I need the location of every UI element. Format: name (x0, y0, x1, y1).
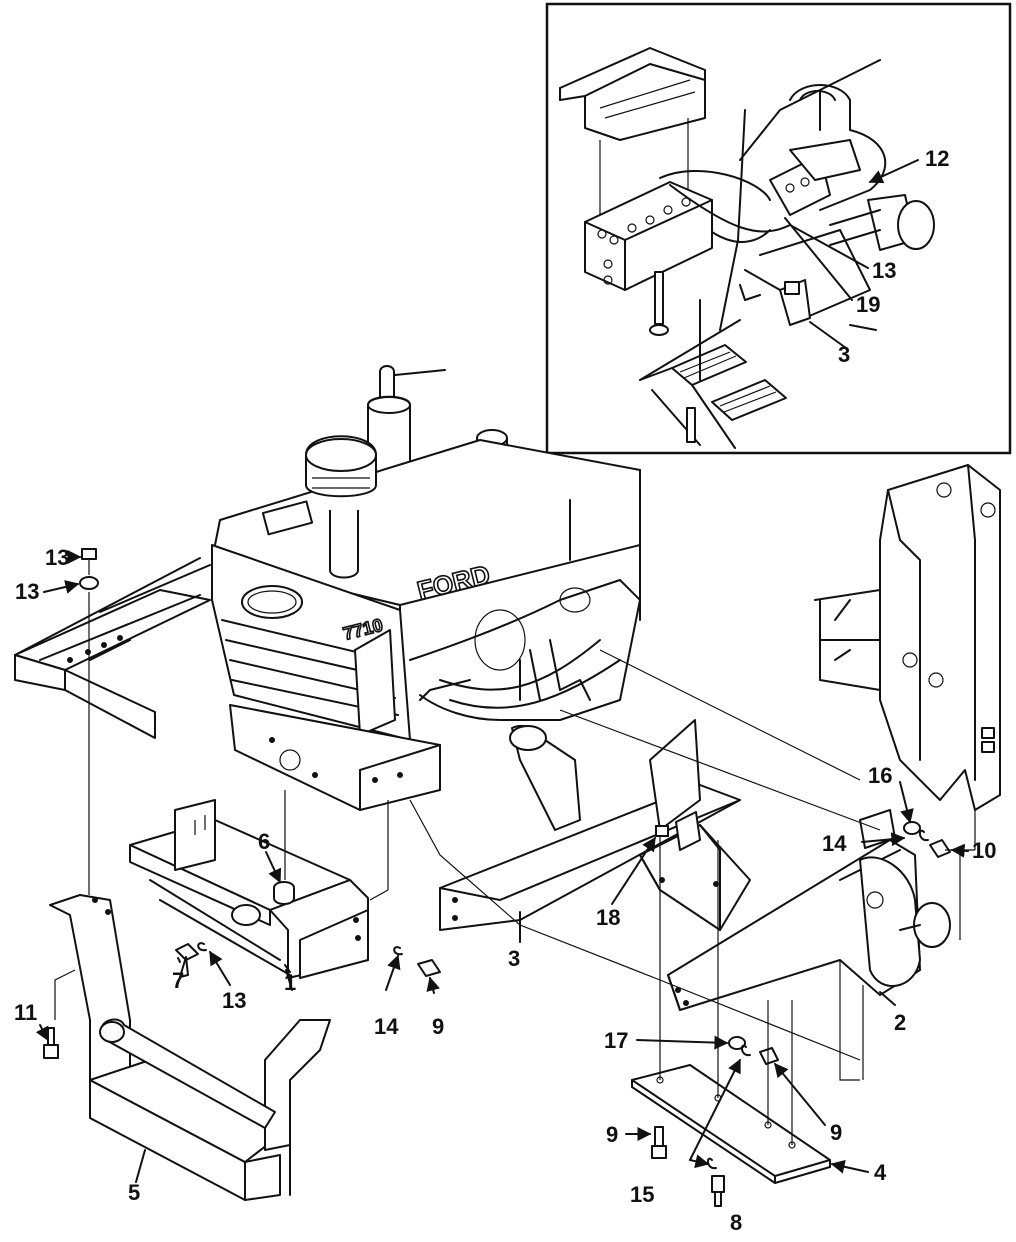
rear-mount-frame (814, 464, 1001, 811)
bottom-plate (631, 1064, 831, 1184)
battery-cover (559, 47, 706, 141)
tractor-front: FORD 7710 (211, 365, 641, 811)
callout-19: 19 (856, 292, 880, 317)
callout-15: 13 (15, 579, 39, 604)
washer-14a (903, 821, 921, 835)
callout-16: 13 (872, 258, 896, 283)
bolt-8 (711, 1175, 725, 1207)
side-mount-bracket (667, 809, 951, 1011)
bolt-7 (175, 943, 199, 978)
lockwasher-13b (393, 946, 403, 956)
lockwasher-13e (706, 1157, 717, 1170)
grille (211, 544, 411, 741)
callout-13-center: 14 (374, 1014, 399, 1039)
washer-15 (79, 576, 99, 590)
front-support-bracket (129, 799, 369, 991)
callout-8: 8 (730, 1210, 742, 1235)
inset-detail-panel (545, 2, 1012, 455)
callout-10: 10 (972, 838, 996, 863)
callout-9-right: 9 (830, 1120, 842, 1145)
hold-down-rod (649, 271, 669, 336)
callout-11: 11 (14, 1000, 37, 1025)
mounting-bracket-center (439, 719, 751, 931)
bolt-10 (929, 839, 951, 858)
callout-13-lower: 15 (630, 1182, 654, 1207)
starter-solenoid (769, 139, 861, 216)
bolt-11 (43, 1027, 59, 1059)
callout-9-lower: 9 (606, 1122, 618, 1147)
callout-17: 18 (596, 905, 620, 930)
brake-pedals (639, 344, 787, 449)
front-bolster (229, 704, 441, 811)
lockwasher-13a (197, 942, 207, 952)
callout-3-inset: 3 (838, 342, 850, 367)
callout-9-center: 9 (432, 1014, 444, 1039)
lockwasher-13c (918, 829, 929, 842)
callout-7: 7 (172, 968, 184, 993)
callout-4: 4 (874, 1160, 887, 1185)
air-cleaner (305, 435, 377, 579)
washer-14b (728, 1036, 746, 1050)
callout-18: 13 (45, 545, 69, 570)
nut-17 (655, 825, 669, 837)
callout-5: 5 (128, 1180, 140, 1205)
callout-13-right: 14 (822, 831, 847, 856)
bolt-9a (417, 959, 441, 977)
callout-3-main: 3 (508, 946, 520, 971)
callout-leaders (35, 159, 969, 1183)
callout-2: 2 (894, 1010, 906, 1035)
callout-12: 12 (925, 146, 949, 171)
side-frame-rail (14, 557, 211, 739)
callout-14-top: 16 (868, 763, 892, 788)
starter-motor (829, 194, 935, 251)
inset-bracket (739, 269, 811, 326)
weight-support-frame (49, 894, 331, 1201)
bolt-9b (759, 1047, 779, 1065)
callout-1: 1 (284, 970, 296, 995)
nut-18 (81, 548, 97, 560)
lockwasher-13d (740, 1044, 751, 1057)
callout-13-left: 13 (222, 988, 246, 1013)
bolt-9c (651, 1126, 667, 1159)
callout-labels: 13 13 6 7 13 1 14 9 3 18 14 16 10 2 17 9… (14, 146, 996, 1235)
callout-6: 6 (258, 829, 270, 854)
callout-14-bottom: 17 (604, 1028, 628, 1053)
spacer-6 (273, 881, 295, 905)
battery (584, 181, 713, 291)
